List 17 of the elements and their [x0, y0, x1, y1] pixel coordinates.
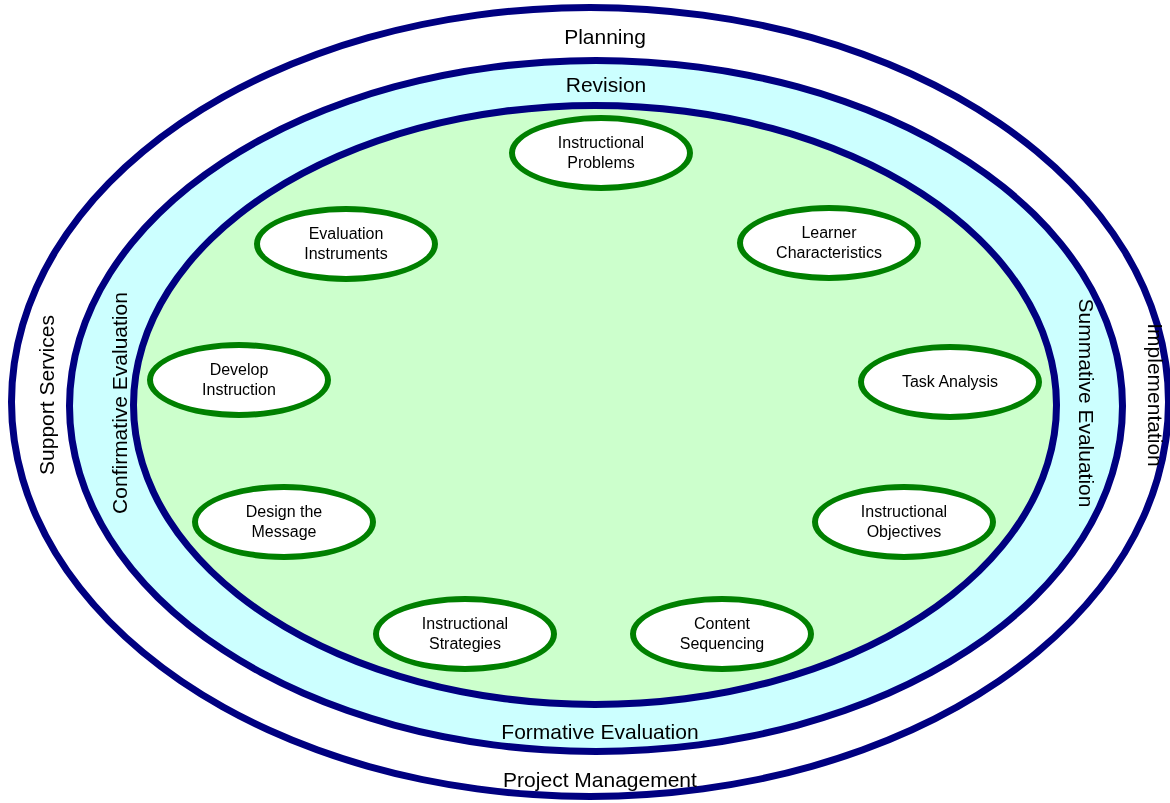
ring-label: Planning	[564, 25, 646, 47]
ring-label: Support Services	[35, 315, 57, 475]
step-label: Instructional Objectives	[859, 502, 949, 542]
step-label: Content Sequencing	[678, 614, 766, 654]
ring-label: Summative Evaluation	[1075, 298, 1097, 508]
step-label: Task Analysis	[900, 372, 999, 392]
ring-label: Revision	[565, 73, 647, 95]
step-label: Instructional Problems	[556, 133, 646, 173]
step-label: Evaluation Instruments	[303, 224, 389, 264]
step-label: Instructional Strategies	[420, 614, 510, 654]
step-label: Learner Characteristics	[775, 223, 883, 263]
ring-label: Formative Evaluation	[501, 720, 699, 742]
ring-label: Implementation	[1144, 323, 1166, 467]
step-label: Design the Message	[244, 502, 324, 542]
step-label: Develop Instruction	[201, 360, 277, 400]
ring-label: Project Management	[503, 768, 697, 790]
ring-label: Confirmative Evaluation	[108, 292, 130, 514]
